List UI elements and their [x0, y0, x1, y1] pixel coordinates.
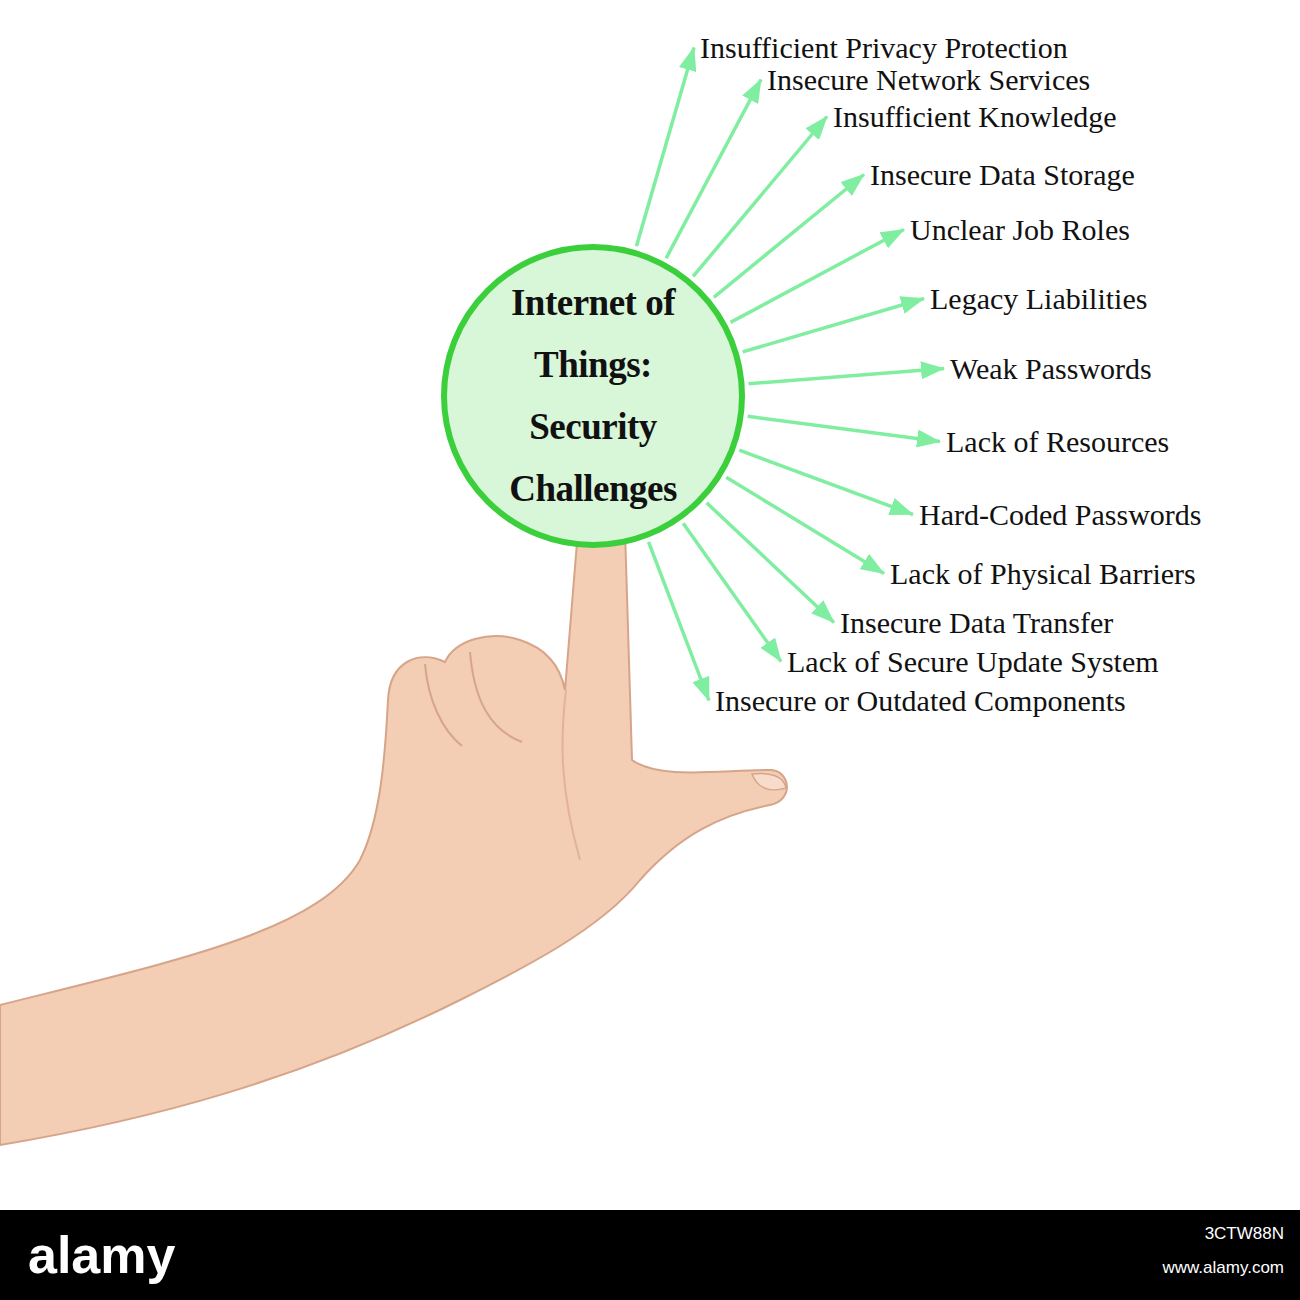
- challenge-text: Insecure Data Storage: [870, 158, 1135, 191]
- finger-crease: [425, 664, 462, 746]
- challenge-item: Insecure Data Storage: [870, 158, 1135, 191]
- topic-circle: Internet of Things: Security Challenges: [440, 243, 746, 549]
- image-id: 3CTW88N: [1205, 1224, 1284, 1244]
- watermark-url: www.alamy.com: [1162, 1258, 1284, 1278]
- challenge-item: Lack of Resources: [946, 425, 1169, 458]
- challenge-text: Insufficient Knowledge: [833, 100, 1117, 133]
- challenge-text: Hard-Coded Passwords: [919, 498, 1201, 531]
- connector-arrow: [726, 477, 884, 573]
- challenge-item: Lack of Physical Barriers: [890, 557, 1196, 590]
- challenge-text: Insecure or Outdated Components: [715, 684, 1126, 717]
- challenge-text: Insecure Network Services: [767, 63, 1090, 96]
- challenge-item: Insufficient Privacy Protection: [700, 31, 1068, 64]
- connector-arrow: [707, 503, 834, 623]
- challenge-item: Insufficient Knowledge: [833, 100, 1117, 133]
- challenge-text: Lack of Physical Barriers: [890, 557, 1196, 590]
- challenge-item: Hard-Coded Passwords: [919, 498, 1201, 531]
- challenge-text: Lack of Resources: [946, 425, 1169, 458]
- challenge-item: Lack of Secure Update System: [787, 645, 1159, 678]
- connector-arrow: [683, 523, 781, 661]
- challenge-text: Unclear Job Roles: [910, 213, 1130, 246]
- connector-arrow: [666, 80, 761, 259]
- finger-crease: [563, 690, 580, 860]
- challenge-text: Insufficient Privacy Protection: [700, 31, 1068, 64]
- connector-arrow: [743, 299, 924, 352]
- watermark-bar: [0, 1210, 1300, 1300]
- finger-crease: [470, 652, 522, 742]
- challenge-text: Insecure Data Transfer: [840, 606, 1113, 639]
- topic-title: Internet of Things: Security Challenges: [478, 272, 708, 520]
- connector-arrow: [714, 175, 864, 298]
- challenge-item: Legacy Liabilities: [930, 282, 1147, 315]
- connector-arrow: [693, 117, 827, 277]
- connector-arrow: [739, 450, 913, 514]
- challenge-text: Legacy Liabilities: [930, 282, 1147, 315]
- circle-shape: [444, 247, 742, 545]
- challenge-item: Insecure Data Transfer: [840, 606, 1113, 639]
- connector-arrow: [636, 48, 694, 247]
- challenge-item: Weak Passwords: [950, 352, 1152, 385]
- connector-arrow: [749, 369, 944, 384]
- connector-arrow: [649, 542, 709, 701]
- challenge-item: Insecure Network Services: [767, 63, 1090, 96]
- thumb-nail: [752, 774, 786, 790]
- connector-arrow: [748, 416, 940, 441]
- hand-outline: [0, 509, 787, 1145]
- watermark-logo: alamy: [28, 1225, 175, 1285]
- challenge-text: Lack of Secure Update System: [787, 645, 1159, 678]
- challenge-text: Weak Passwords: [950, 352, 1152, 385]
- challenge-item: Insecure or Outdated Components: [715, 684, 1126, 717]
- challenge-item: Unclear Job Roles: [910, 213, 1130, 246]
- connector-arrow: [731, 230, 904, 323]
